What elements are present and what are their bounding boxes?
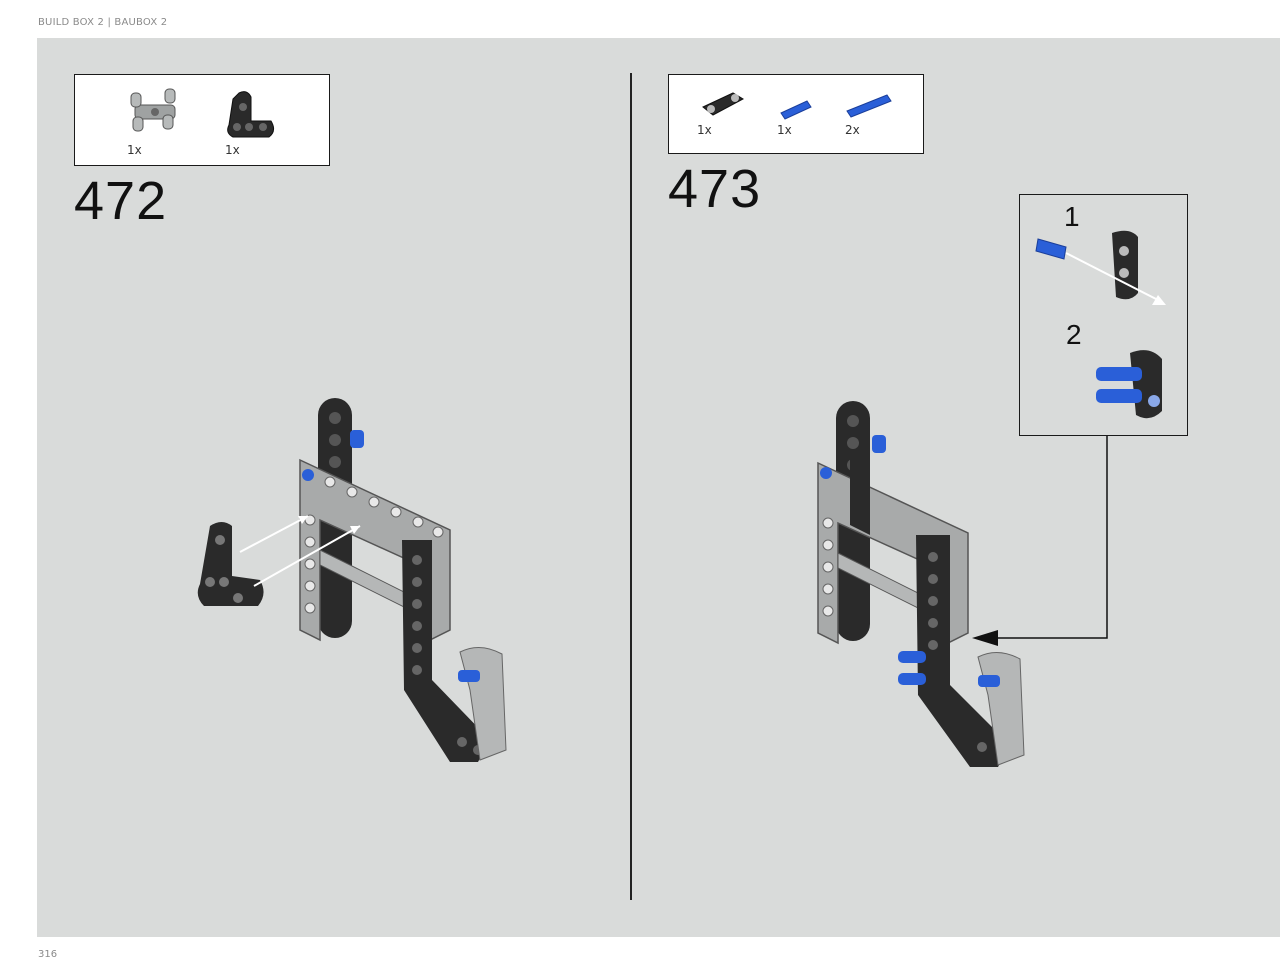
black-angled-connector-icon (227, 91, 275, 138)
callout-box: 1 2 (1019, 194, 1188, 436)
part-qty: 1x (225, 143, 240, 157)
page-divider (630, 73, 632, 900)
instruction-canvas (37, 38, 1280, 937)
header-label: BUILD BOX 2 | BAUBOX 2 (38, 17, 168, 28)
black-axle-pin-connector-icon (702, 92, 745, 116)
substep-1-illustration (1035, 230, 1166, 305)
parts-box-step-473: 1x 1x 2x (668, 74, 924, 154)
substep-number: 2 (1066, 319, 1082, 350)
substep-2-illustration (1096, 350, 1162, 419)
step-number: 473 (668, 159, 762, 219)
step-472-model (197, 398, 507, 762)
blue-long-pin-icon (846, 94, 892, 118)
part-qty: 1x (777, 123, 792, 137)
part-qty: 2x (845, 123, 860, 137)
double-pin-connector-icon (130, 88, 176, 132)
step-473-model (817, 401, 1025, 767)
blue-short-pin-icon (780, 100, 812, 120)
callout-connector (972, 436, 1108, 646)
part-qty: 1x (697, 123, 712, 137)
substep-number: 1 (1064, 201, 1080, 232)
step-number: 472 (74, 171, 168, 231)
parts-box-step-472: 1x 1x (74, 74, 330, 166)
part-qty: 1x (127, 143, 142, 157)
page-number: 316 (38, 949, 58, 960)
